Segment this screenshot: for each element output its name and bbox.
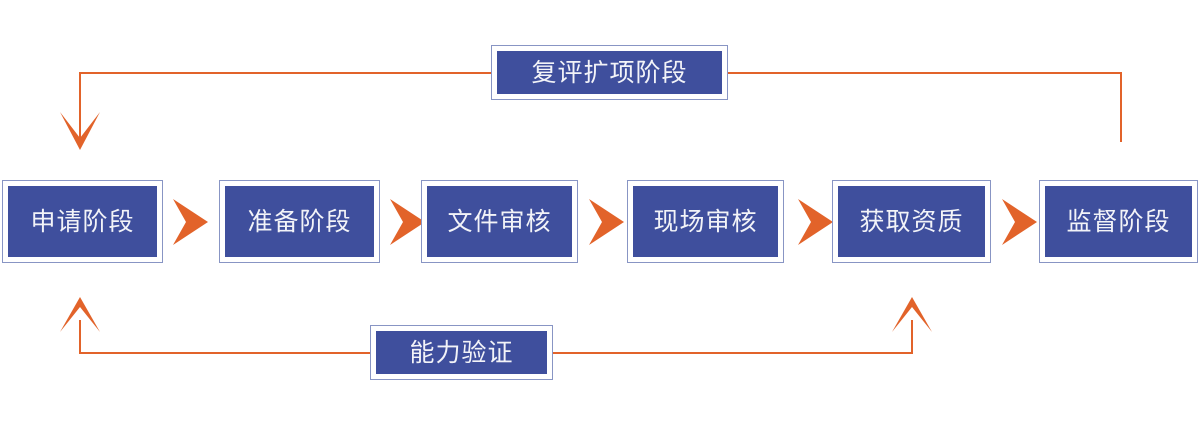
node-capability-verification[interactable]: 能力验证 <box>370 325 553 380</box>
node-apply-inner: 申请阶段 <box>7 185 158 258</box>
node-capability-verification-inner: 能力验证 <box>375 330 548 375</box>
bottom-feedback-line-vertical-left <box>79 320 81 354</box>
node-obtain-qualification-label: 获取资质 <box>859 207 964 236</box>
node-apply-label: 申请阶段 <box>30 207 135 236</box>
chevron-right-icon-4 <box>798 199 834 245</box>
bottom-feedback-line-vertical-right <box>911 320 913 354</box>
node-doc-review[interactable]: 文件审核 <box>421 180 578 263</box>
node-supervise[interactable]: 监督阶段 <box>1039 180 1198 263</box>
node-re-evaluation[interactable]: 复评扩项阶段 <box>491 45 728 100</box>
node-apply[interactable]: 申请阶段 <box>2 180 163 263</box>
node-supervise-inner: 监督阶段 <box>1044 185 1193 258</box>
top-feedback-line-vertical-right <box>1120 72 1122 142</box>
bottom-feedback-line-left <box>79 352 370 354</box>
node-supervise-label: 监督阶段 <box>1066 207 1171 236</box>
top-feedback-line-vertical-left <box>79 72 81 138</box>
top-feedback-line-right <box>728 72 1122 74</box>
chevron-right-icon-1 <box>173 199 209 245</box>
bottom-feedback-line-right <box>553 352 913 354</box>
node-site-audit-inner: 现场审核 <box>632 185 779 258</box>
arrow-down-icon <box>59 112 101 150</box>
node-capability-verification-label: 能力验证 <box>409 338 514 367</box>
node-prepare[interactable]: 准备阶段 <box>219 180 380 263</box>
node-doc-review-label: 文件审核 <box>447 207 552 236</box>
arrow-up-icon-right <box>892 297 932 333</box>
node-obtain-qualification[interactable]: 获取资质 <box>832 180 991 263</box>
node-prepare-inner: 准备阶段 <box>224 185 375 258</box>
chevron-right-icon-2 <box>390 199 426 245</box>
arrow-up-icon-left <box>60 297 100 333</box>
node-site-audit-label: 现场审核 <box>653 207 758 236</box>
top-feedback-line-left <box>79 72 491 74</box>
node-obtain-qualification-inner: 获取资质 <box>837 185 986 258</box>
chevron-right-icon-3 <box>589 199 625 245</box>
node-prepare-label: 准备阶段 <box>247 207 352 236</box>
node-site-audit[interactable]: 现场审核 <box>627 180 784 263</box>
chevron-right-icon-5 <box>1002 199 1038 245</box>
node-re-evaluation-inner: 复评扩项阶段 <box>496 50 723 95</box>
node-doc-review-inner: 文件审核 <box>426 185 573 258</box>
node-re-evaluation-label: 复评扩项阶段 <box>531 58 688 87</box>
